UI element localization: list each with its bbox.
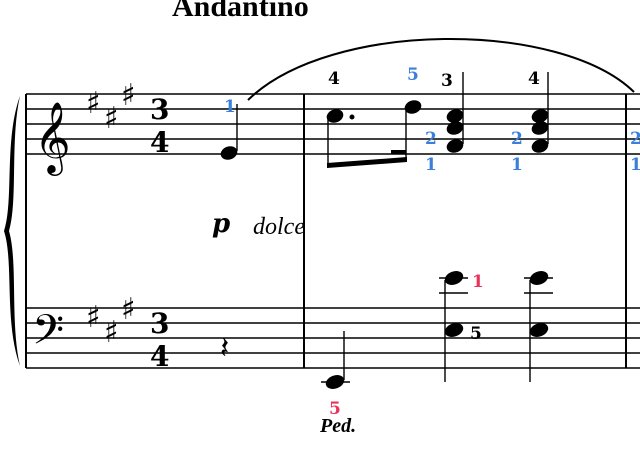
fingering: 1 [511,155,523,175]
treble-key-signature: ♯ ♯ ♯ [86,78,136,136]
bass-key-signature: ♯ ♯ ♯ [86,292,136,350]
time-sig-numerator: 3 [150,93,169,126]
fingering: 2 [630,129,640,149]
fingering: 5 [329,399,341,419]
fingering: 4 [528,69,540,89]
note-head [531,139,549,153]
barlines [25,94,627,368]
fingering: 5 [407,65,419,85]
fingering: 4 [328,69,340,89]
fingering: 5 [470,324,482,344]
fingering: 1 [472,272,484,292]
fingering: 1 [630,155,640,175]
sharp-icon: ♯ [104,315,119,350]
note-head [444,323,464,337]
brace [4,96,20,366]
treble-notes [220,72,549,168]
treble-staff [26,93,640,155]
quarter-rest-icon: 𝄽 [220,331,229,366]
fingering: 1 [224,97,236,117]
sharp-icon: ♯ [86,300,101,335]
fingering: 2 [425,129,437,149]
fingering: 3 [441,71,453,91]
treble-fingerings: 1 4 5 3 2 1 4 2 1 2 1 [224,65,640,175]
sharp-icon: ♯ [86,86,101,121]
fingering: 1 [425,155,437,175]
note-head [446,121,464,135]
bass-fingerings: 5 1 5 [329,272,484,419]
fingering: 2 [511,129,523,149]
time-sig-denominator: 4 [150,126,169,159]
expression-text: dolce [253,214,305,240]
time-sig-denominator: 4 [150,340,169,373]
sharp-icon: ♯ [121,78,136,113]
note-head [220,146,238,160]
bass-notes [321,271,553,389]
note-head [529,271,549,285]
bass-clef-icon: 𝄢 [32,306,64,364]
sharp-icon: ♯ [121,292,136,327]
note-head [444,271,464,285]
tempo-title: Andantino [172,0,309,23]
treble-clef-icon: 𝄞 [34,100,71,176]
sharp-icon: ♯ [104,101,119,136]
slur [247,38,635,101]
time-sig-numerator: 3 [150,307,169,340]
note-head [529,323,549,337]
dynamic-mark: p [212,209,230,239]
pedal-mark: Ped. [319,415,356,437]
note-head [531,121,549,135]
note-head [446,139,464,153]
bass-staff [26,307,640,369]
note-head [325,375,345,389]
